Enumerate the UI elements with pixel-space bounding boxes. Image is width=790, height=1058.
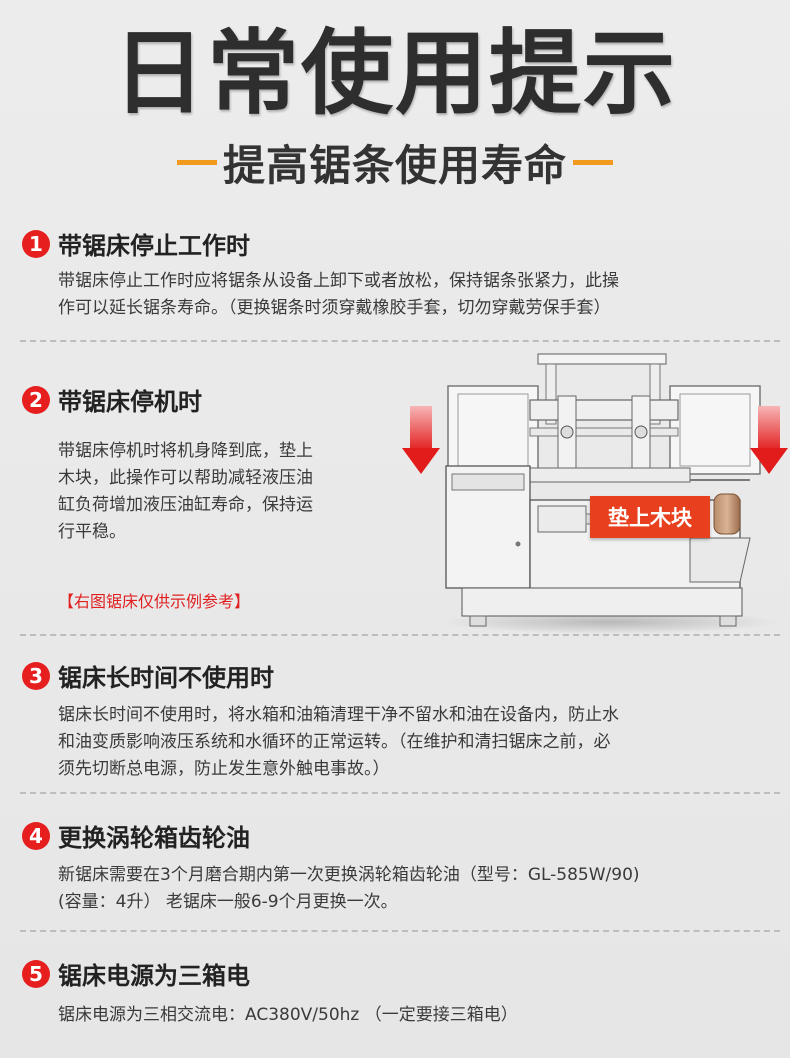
body-line: 和油变质影响液压系统和水循环的正常运转。（在维护和清扫锯床之前，必 [58,732,611,752]
divider [20,792,780,794]
wood-block [713,493,741,535]
section-5-heading: 5 锯床电源为三箱电 [22,956,250,991]
section-title: 锯床长时间不使用时 [58,664,274,692]
section-4-body: 新锯床需要在3个月磨合期内第一次更换涡轮箱齿轮油（型号：GL-585W/90) … [58,862,640,916]
section-1-body: 带锯床停止工作时应将锯条从设备上卸下或者放松，保持锯条张紧力，此操 作可以延长锯… [58,268,619,322]
band-saw-drawing [402,353,788,634]
body-line: 锯床长时间不使用时，将水箱和油箱清理干净不留水和油在设备内，防止水 [58,705,619,725]
example-note: 【右图锯床仅供示例参考】 [58,592,251,611]
section-3-heading: 3 锯床长时间不使用时 [22,658,274,693]
number-badge: 4 [22,821,50,850]
subtitle: 提高锯条使用寿命 [222,140,567,190]
body-line: 行平稳。 [58,522,126,542]
section-title: 带锯床停机时 [58,388,202,416]
section-3-body: 锯床长时间不使用时，将水箱和油箱清理干净不留水和油在设备内，防止水 和油变质影响… [58,702,619,783]
body-line: 作可以延长锯条寿命。（更换锯条时须穿戴橡胶手套，切勿穿戴劳保手套） [58,298,611,318]
callout-label: 垫上木块 [590,496,710,538]
divider [20,930,780,932]
body-line: 锯床电源为三相交流电：AC380V/50hz （一定要接三箱电） [58,1005,518,1025]
body-line: 新锯床需要在3个月磨合期内第一次更换涡轮箱齿轮油（型号：GL-585W/90) [58,865,640,885]
body-line: 木块，此操作可以帮助减轻液压油 [58,468,313,488]
section-5-body: 锯床电源为三相交流电：AC380V/50hz （一定要接三箱电） [58,1002,518,1029]
subtitle-bar-right [573,159,613,165]
section-1-heading: 1 带锯床停止工作时 [22,226,250,261]
number-badge: 2 [22,385,50,414]
section-2-body: 带锯床停机时将机身降到底，垫上 木块，此操作可以帮助减轻液压油 缸负荷增加液压油… [58,438,313,546]
body-line: (容量：4升） 老锯床一般6-9个月更换一次。 [58,892,398,912]
body-line: 缸负荷增加液压油缸寿命，保持运 [58,495,313,515]
divider [20,634,780,636]
subtitle-bar-left [176,159,217,165]
subtitle-row: 提高锯条使用寿命 [0,132,790,192]
body-line: 带锯床停机时将机身降到底，垫上 [58,441,313,461]
main-title: 日常使用提示 [112,20,677,127]
number-badge: 5 [22,959,50,988]
section-title: 锯床电源为三箱电 [58,962,250,990]
band-saw-illustration: 垫上木块 [400,350,790,635]
section-title: 带锯床停止工作时 [58,232,250,260]
down-arrow-left [402,406,440,474]
section-2-heading: 2 带锯床停机时 [22,382,202,417]
section-title: 更换涡轮箱齿轮油 [58,824,250,852]
body-line: 须先切断总电源，防止发生意外触电事故。） [58,759,390,779]
number-badge: 1 [22,229,50,258]
section-4-heading: 4 更换涡轮箱齿轮油 [22,818,250,853]
body-line: 带锯床停止工作时应将锯条从设备上卸下或者放松，保持锯条张紧力，此操 [58,271,619,291]
divider [20,340,780,342]
number-badge: 3 [22,661,50,690]
down-arrow-right [750,406,788,474]
